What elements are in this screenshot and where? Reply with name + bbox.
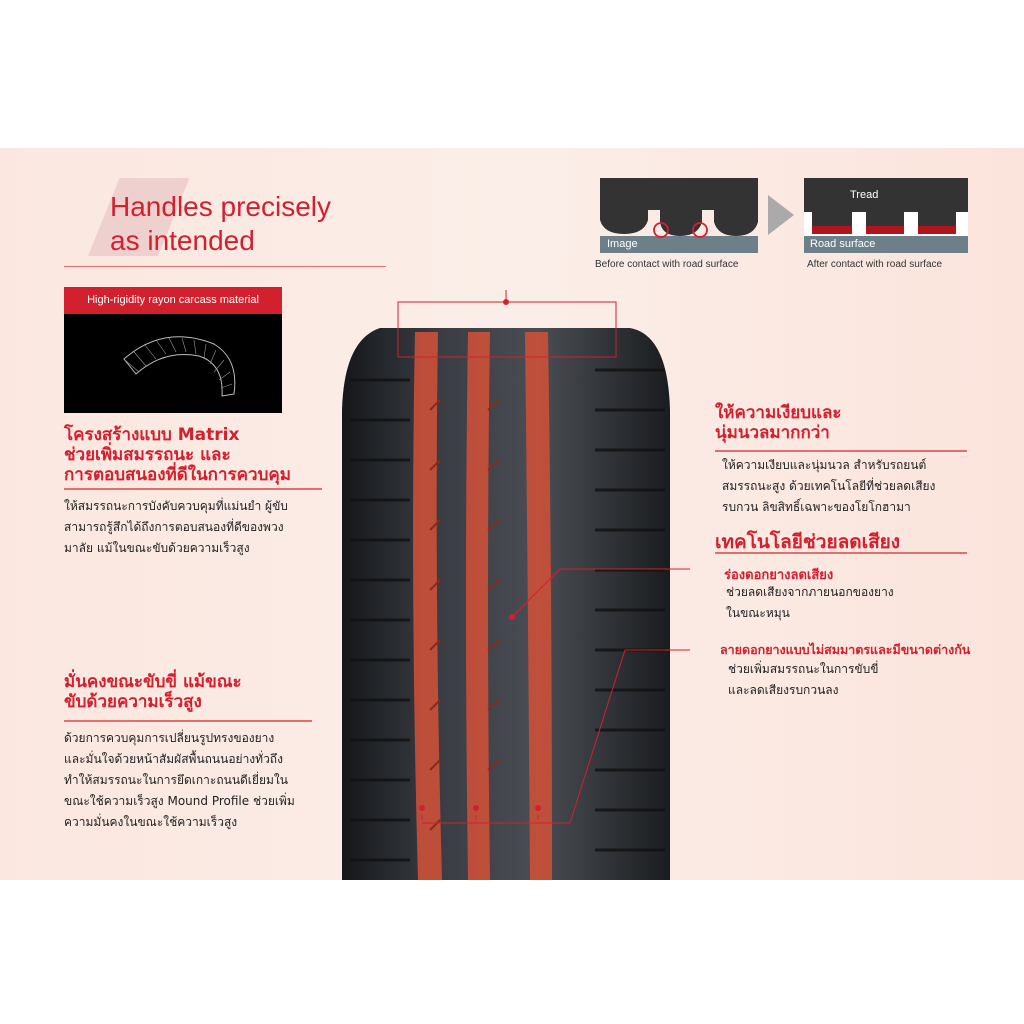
tread-grooves (413, 332, 552, 880)
page-title: Handles precisely as intended (110, 190, 331, 258)
title-divider (64, 266, 386, 267)
before-contact-diagram (600, 178, 758, 253)
body-line: ให้สมรรถนะการบังคับควบคุมที่แม่นยำ ผู้ขั… (64, 499, 288, 513)
after-contact-diagram (804, 178, 968, 253)
tire-illustration (342, 290, 690, 880)
before-surface-label: Image (607, 238, 638, 250)
left-section-heading: มั่นคงขณะขับขี่ แม้ขณะ ขับด้วยความเร็วสู… (64, 672, 242, 712)
before-caption: Before contact with road surface (595, 259, 739, 270)
title-line: Handles precisely (110, 191, 331, 222)
heading-line: ช่วยเพิ่มสมรรถนะ และ (64, 445, 231, 465)
body-line: ความมั่นคงในขณะใช้ความเร็วสูง (64, 815, 238, 829)
carcass-label: High-rigidity rayon carcass material (64, 287, 282, 314)
heading-line: โครงสร้างแบบ Matrix (64, 425, 240, 445)
heading-line: ขับด้วยความเร็วสูง (64, 692, 202, 712)
groove-left (413, 332, 442, 880)
road-surface-label: Road surface (810, 238, 876, 250)
body-line: ด้วยการควบคุมการเปลี่ยนรูปทรงของยาง (64, 731, 275, 745)
carcass-image: High-rigidity rayon carcass material (64, 287, 282, 413)
groove-right (525, 332, 552, 880)
arrow-icon (768, 195, 794, 235)
heading-line: ให้ความเงียบและ (715, 403, 842, 423)
heading-line: มั่นคงขณะขับขี่ แม้ขณะ (64, 672, 242, 692)
heading-line: การตอบสนองที่ดีในการควบคุม (64, 465, 291, 485)
feature-body: ช่วยเพิ่มสมรรถนะในการขับขี่ และลดเสียงรบ… (728, 659, 878, 701)
carcass-mesh-illustration (123, 336, 236, 397)
feature-body: ช่วยลดเสียงจากภายนอกของยาง ในขณะหมุน (726, 582, 894, 624)
body-line: สมรรถนะสูง ด้วยเทคโนโลยีที่ช่วยลดเสียง (722, 479, 936, 493)
feature-title: ร่องดอกยางลดเสียง (724, 568, 834, 583)
body-line: ในขณะหมุน (726, 606, 790, 620)
left-section-body: ด้วยการควบคุมการเปลี่ยนรูปทรงของยาง และม… (64, 728, 295, 833)
title-line: as intended (110, 225, 255, 256)
feature-title: ลายดอกยางแบบไม่สมมาตรและมีขนาดต่างกัน (720, 642, 971, 657)
body-line: ให้ความเงียบและนุ่มนวล สำหรับรถยนต์ (722, 458, 927, 472)
right-section-heading: ให้ความเงียบและ นุ่มนวลมากกว่า (715, 403, 842, 443)
section-divider (64, 488, 322, 490)
right-section-heading: เทคโนโลยีช่วยลดเสียง (715, 531, 901, 553)
body-line: ช่วยเพิ่มสมรรถนะในการขับขี่ (728, 662, 879, 676)
heading-line: นุ่มนวลมากกว่า (715, 423, 830, 443)
section-divider (715, 450, 967, 452)
left-section-body: ให้สมรรถนะการบังคับควบคุมที่แม่นยำ ผู้ขั… (64, 496, 288, 559)
body-line: มาลัย แม้ในขณะขับด้วยความเร็วสูง (64, 541, 250, 555)
body-line: ขณะใช้ความเร็วสูง Mound Profile ช่วยเพิ่… (64, 794, 295, 808)
after-caption: After contact with road surface (807, 259, 943, 270)
groove-center (466, 332, 490, 880)
tread-label: Tread (850, 189, 879, 201)
right-section-body: ให้ความเงียบและนุ่มนวล สำหรับรถยนต์ สมรร… (722, 455, 935, 518)
body-line: รบกวน ลิขสิทธิ์เฉพาะของโยโกฮามา (722, 500, 911, 514)
body-line: และลดเสียงรบกวนลง (728, 683, 839, 697)
left-section-heading: โครงสร้างแบบ Matrix ช่วยเพิ่มสมรรถนะ และ… (64, 425, 291, 485)
body-line: และมั่นใจด้วยหน้าสัมผัสพื้นถนนอย่างทั่วถ… (64, 752, 283, 766)
body-line: สามารถรู้สึกได้ถึงการตอบสนองที่ดีของพวง (64, 520, 284, 534)
section-divider (715, 552, 967, 554)
body-line: ช่วยลดเสียงจากภายนอกของยาง (726, 585, 894, 599)
section-divider (64, 720, 312, 722)
body-line: ทำให้สมรรถนะในการยึดเกาะถนนดีเยี่ยมใน (64, 773, 288, 787)
